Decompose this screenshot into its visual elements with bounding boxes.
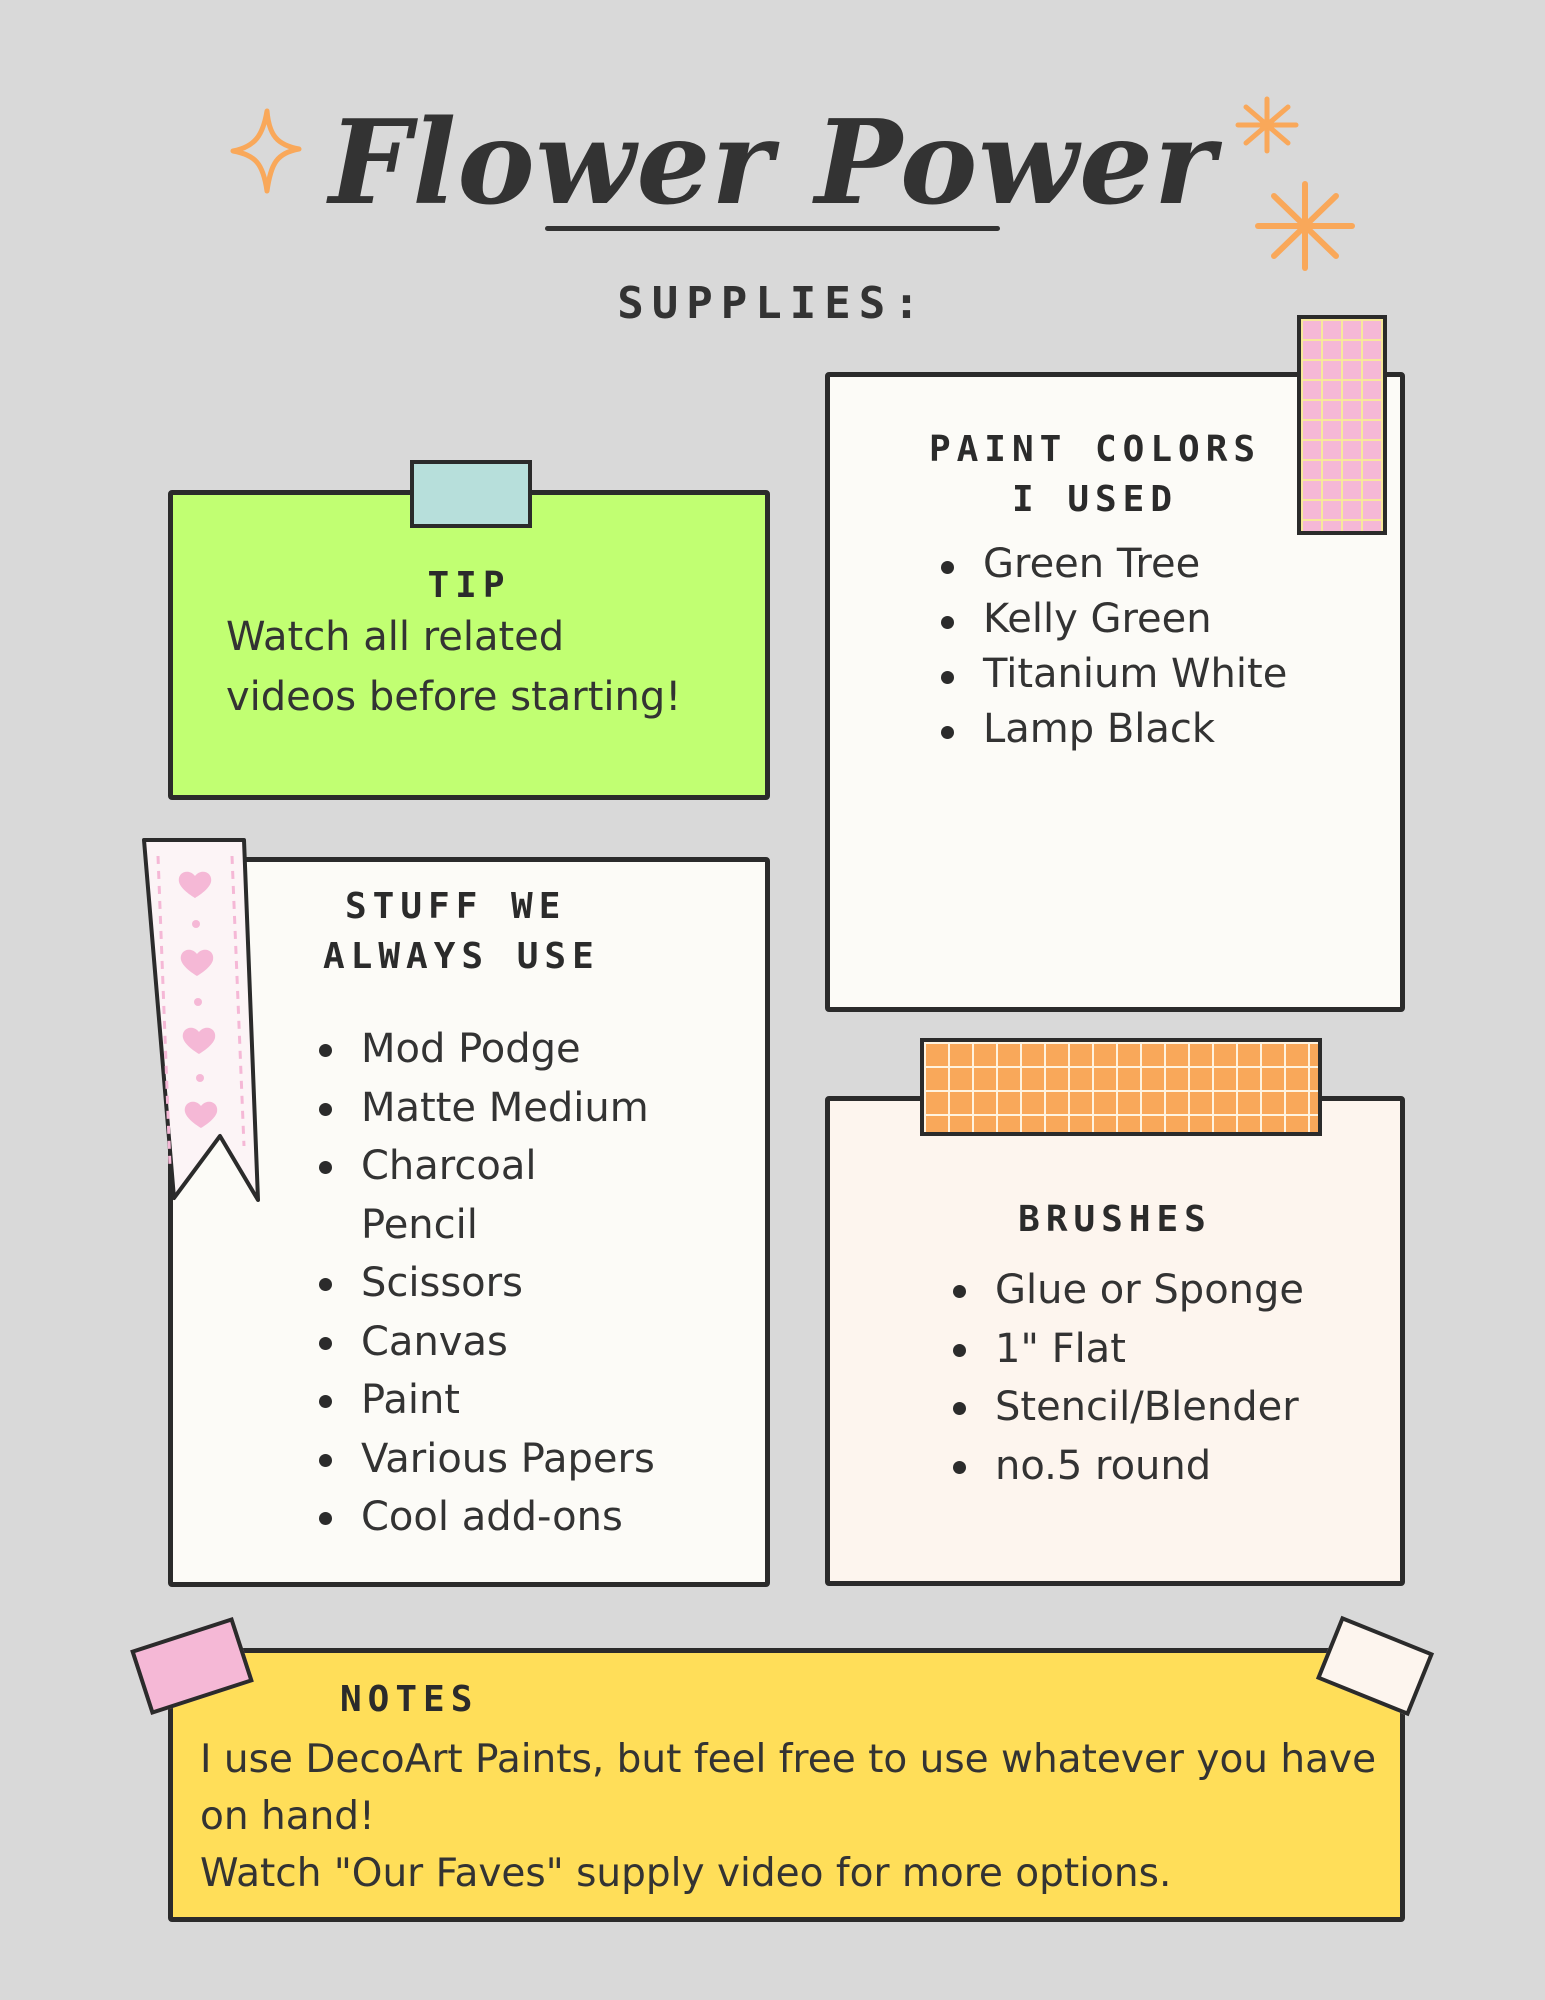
list-item: Cool add-ons: [313, 1488, 733, 1547]
list-item: Mod Podge: [313, 1020, 733, 1079]
sparkle-star-icon: [230, 108, 302, 194]
title-underline: [545, 226, 1000, 231]
list-item: Scissors: [313, 1254, 733, 1313]
notes-line: I use DecoArt Paints, but feel free to u…: [200, 1737, 1377, 1782]
tip-heading: TIP: [427, 565, 511, 606]
washi-tape: [920, 1038, 1322, 1136]
list-item: Glue or Sponge: [947, 1261, 1304, 1320]
notes-line: Watch "Our Faves" supply video for more …: [200, 1851, 1172, 1896]
paint-colors-heading-line: I USED: [1011, 479, 1179, 520]
stuff-card: STUFF WE ALWAYS USE Mod Podge Matte Medi…: [168, 857, 770, 1587]
page-title: Flower Power: [328, 95, 1217, 231]
washi-tape: [410, 460, 532, 528]
heart-ribbon: [142, 838, 260, 1202]
asterisk-star-icon: [1235, 96, 1299, 154]
supplies-heading: SUPPLIES:: [617, 278, 928, 329]
paint-colors-list: Green Tree Kelly Green Titanium White La…: [935, 537, 1287, 757]
paint-colors-heading-line: PAINT COLORS: [928, 429, 1262, 470]
tip-text: Watch all related videos before starting…: [226, 607, 681, 727]
brushes-list: Glue or Sponge 1" Flat Stencil/Blender n…: [947, 1261, 1304, 1495]
paint-colors-card: PAINT COLORS I USED Green Tree Kelly Gre…: [825, 372, 1405, 1012]
brushes-heading: BRUSHES: [1018, 1199, 1212, 1240]
stuff-heading: STUFF WE ALWAYS USE: [173, 882, 765, 982]
list-item: no.5 round: [947, 1437, 1304, 1496]
paint-colors-heading: PAINT COLORS I USED: [830, 425, 1400, 525]
list-item: 1" Flat: [947, 1320, 1304, 1379]
tip-text-line: Watch all related: [226, 614, 565, 660]
tip-text-line: videos before starting!: [226, 674, 682, 720]
tip-card: TIP Watch all related videos before star…: [168, 490, 770, 800]
list-item: Lamp Black: [935, 702, 1287, 757]
list-item: Kelly Green: [935, 592, 1287, 647]
stuff-heading-line: STUFF WE: [345, 886, 567, 927]
stuff-heading-line: ALWAYS USE: [323, 936, 600, 977]
list-item: Paint: [313, 1371, 733, 1430]
list-item: Various Papers: [313, 1430, 733, 1489]
list-item: Matte Medium: [313, 1079, 733, 1138]
asterisk-star-icon: [1255, 181, 1355, 271]
list-item: Titanium White: [935, 647, 1287, 702]
list-item: Canvas: [313, 1313, 733, 1372]
heart-icon: [178, 871, 218, 1128]
washi-tape: [1297, 315, 1387, 535]
stuff-list: Mod Podge Matte Medium Charcoal Pencil S…: [313, 1020, 733, 1547]
notes-card: NOTES I use DecoArt Paints, but feel fre…: [168, 1648, 1405, 1922]
list-item: Stencil/Blender: [947, 1378, 1304, 1437]
brushes-card: BRUSHES Glue or Sponge 1" Flat Stencil/B…: [825, 1096, 1405, 1586]
list-item: Green Tree: [935, 537, 1287, 592]
notes-heading: NOTES: [340, 1679, 479, 1720]
list-item: Charcoal Pencil: [313, 1137, 601, 1254]
notes-text: I use DecoArt Paints, but feel free to u…: [200, 1731, 1376, 1902]
notes-line: on hand!: [200, 1794, 375, 1839]
